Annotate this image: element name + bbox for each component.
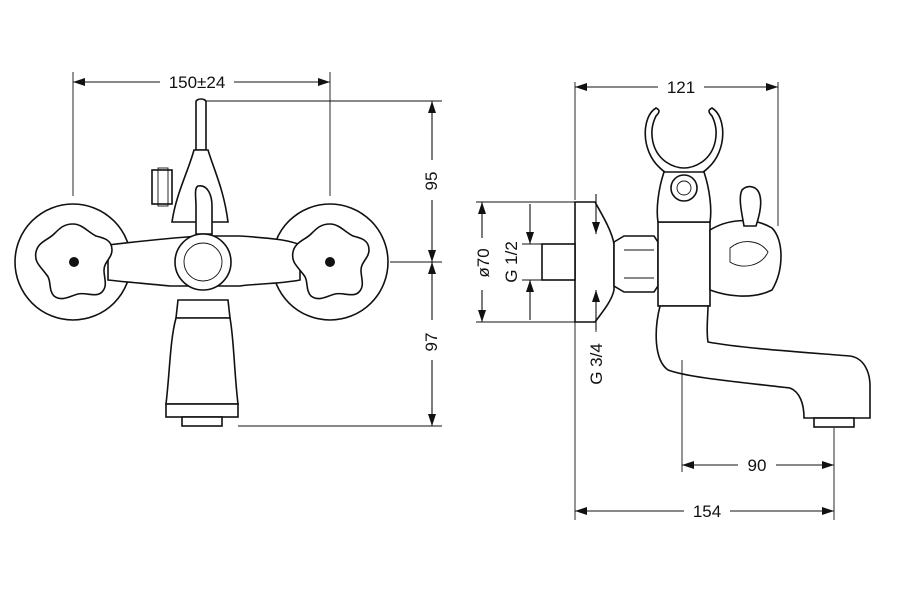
side-diverter-lever	[739, 185, 762, 227]
spout-collar	[175, 299, 231, 319]
side-view: 121 ø70 G 1/2 G 3/4	[474, 78, 871, 521]
spout-body	[165, 317, 239, 405]
dim-side-width-label: 121	[667, 78, 695, 97]
dim-diameter: ø70	[474, 201, 575, 323]
dim-width-label: 150±24	[169, 73, 226, 92]
center-ring-outer	[174, 233, 232, 291]
diverter-lever	[194, 185, 213, 235]
shower-holder-ring-inner	[676, 180, 692, 196]
dim-overall-depth-label: 154	[693, 502, 721, 521]
spout-aerator	[181, 416, 223, 427]
side-mixer-body	[657, 221, 711, 307]
shower-holder-ring-outer	[670, 174, 698, 202]
diverter-rod	[195, 98, 207, 151]
dim-width: 150±24	[72, 72, 331, 196]
dim-height-lower-label: 97	[422, 333, 441, 352]
spout-rim	[165, 403, 239, 418]
side-spout	[655, 305, 871, 419]
dim-inlet-thread-label: G 1/2	[502, 241, 521, 283]
side-inlet-nipple	[541, 243, 576, 281]
side-spout-aerator	[813, 417, 855, 428]
dim-spout-reach-label: 90	[748, 456, 767, 475]
dim-diameter-label: ø70	[474, 248, 493, 277]
right-handle-screw	[325, 257, 335, 267]
side-rosette	[574, 201, 615, 323]
side-star-handle	[709, 219, 782, 297]
dim-height-upper-label: 95	[422, 172, 441, 191]
dim-overall-depth: 154	[574, 322, 834, 521]
shower-holder-fork	[644, 107, 724, 179]
dim-side-width: 121	[574, 78, 779, 226]
dim-outlet-thread-label: G 3/4	[587, 343, 606, 385]
front-view: 150±24 95 97	[14, 72, 442, 427]
dim-height: 95 97	[206, 100, 442, 427]
left-handle-screw	[69, 257, 79, 267]
center-ring-inner	[183, 242, 223, 282]
dim-inlet-thread: G 1/2	[502, 204, 542, 320]
shower-outlet	[151, 169, 173, 205]
side-hex-nut	[613, 235, 659, 293]
dim-outlet-thread: G 3/4	[587, 194, 606, 385]
dim-spout-reach: 90	[681, 360, 835, 520]
